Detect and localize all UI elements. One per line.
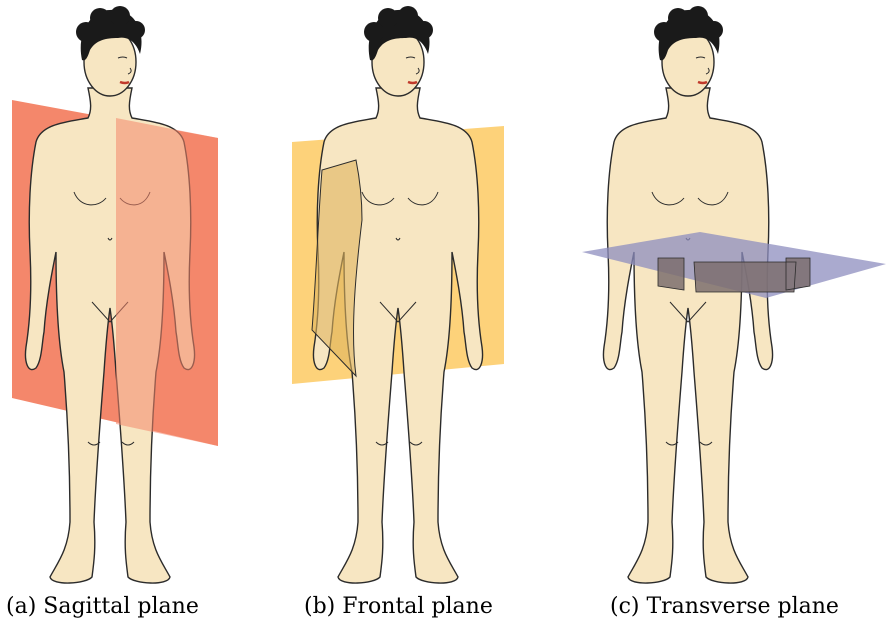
panel-sagittal (12, 6, 218, 583)
caption-sagittal: (a) Sagittal plane (6, 594, 199, 626)
caption-transverse: (c) Transverse plane (610, 594, 839, 626)
sagittal-plane-front (116, 118, 218, 446)
transverse-cross-section (658, 258, 810, 292)
caption-frontal: (b) Frontal plane (304, 594, 493, 626)
human-figure-c (603, 6, 772, 583)
panel-transverse (582, 6, 886, 583)
panel-frontal (292, 6, 504, 583)
